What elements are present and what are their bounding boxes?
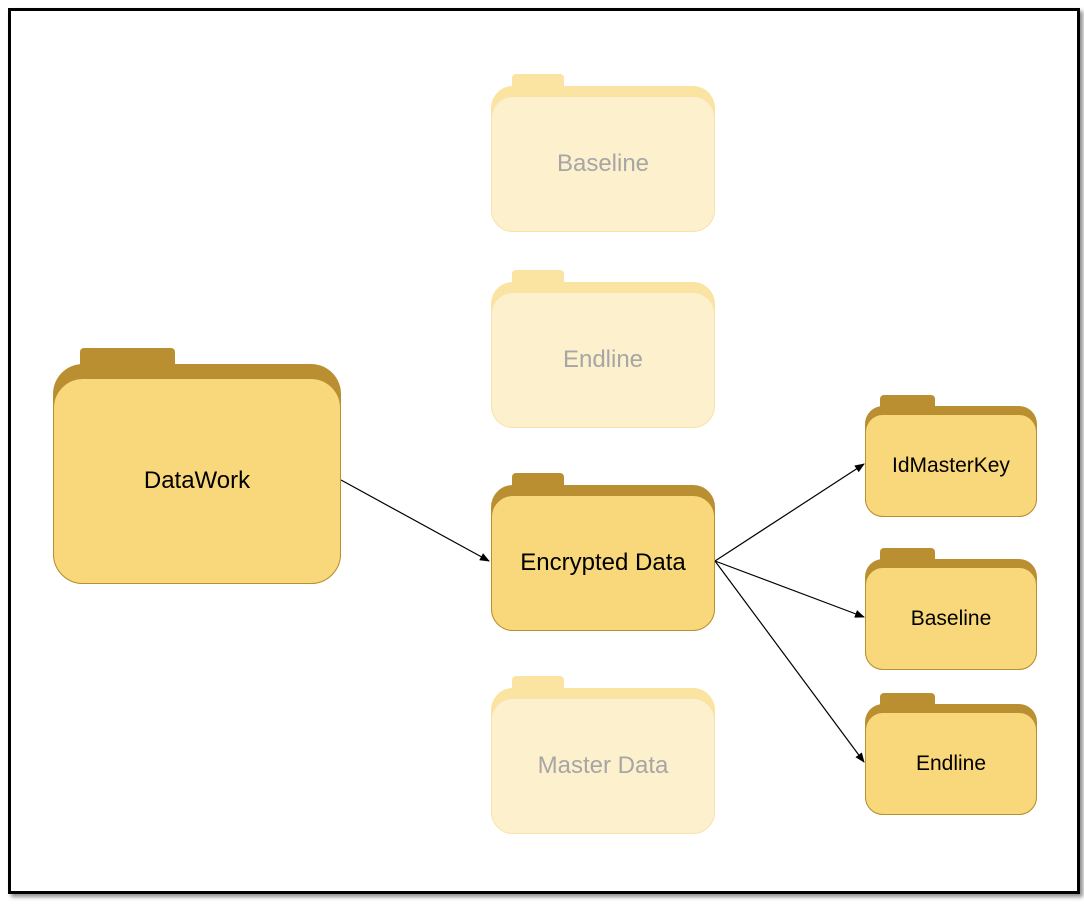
folder-front: Endline xyxy=(865,712,1037,815)
folder-front: Endline xyxy=(491,292,715,428)
folder-front: Master Data xyxy=(491,698,715,834)
endline-folder[interactable]: Endline xyxy=(865,693,1037,815)
baseline-folder-faded[interactable]: Baseline xyxy=(491,74,715,232)
endline-faded-label: Endline xyxy=(562,346,644,373)
folder-front: Baseline xyxy=(491,96,715,232)
folder-front: Baseline xyxy=(865,567,1037,670)
datawork-folder[interactable]: DataWork xyxy=(53,348,341,584)
baseline-label: Baseline xyxy=(910,606,992,630)
folder-front: Encrypted Data xyxy=(491,495,715,631)
encrypted-data-folder[interactable]: Encrypted Data xyxy=(491,473,715,631)
idmasterkey-label: IdMasterKey xyxy=(892,453,1010,477)
baseline-folder[interactable]: Baseline xyxy=(865,548,1037,670)
endline-label: Endline xyxy=(915,751,987,775)
baseline-faded-label: Baseline xyxy=(556,150,650,177)
folder-front: IdMasterKey xyxy=(865,414,1037,517)
master-data-folder-faded[interactable]: Master Data xyxy=(491,676,715,834)
idmasterkey-folder[interactable]: IdMasterKey xyxy=(865,395,1037,517)
encrypted-data-label: Encrypted Data xyxy=(520,549,686,576)
master-data-label: Master Data xyxy=(537,752,669,779)
endline-folder-faded[interactable]: Endline xyxy=(491,270,715,428)
folder-front: DataWork xyxy=(53,378,341,584)
datawork-label: DataWork xyxy=(143,467,251,494)
